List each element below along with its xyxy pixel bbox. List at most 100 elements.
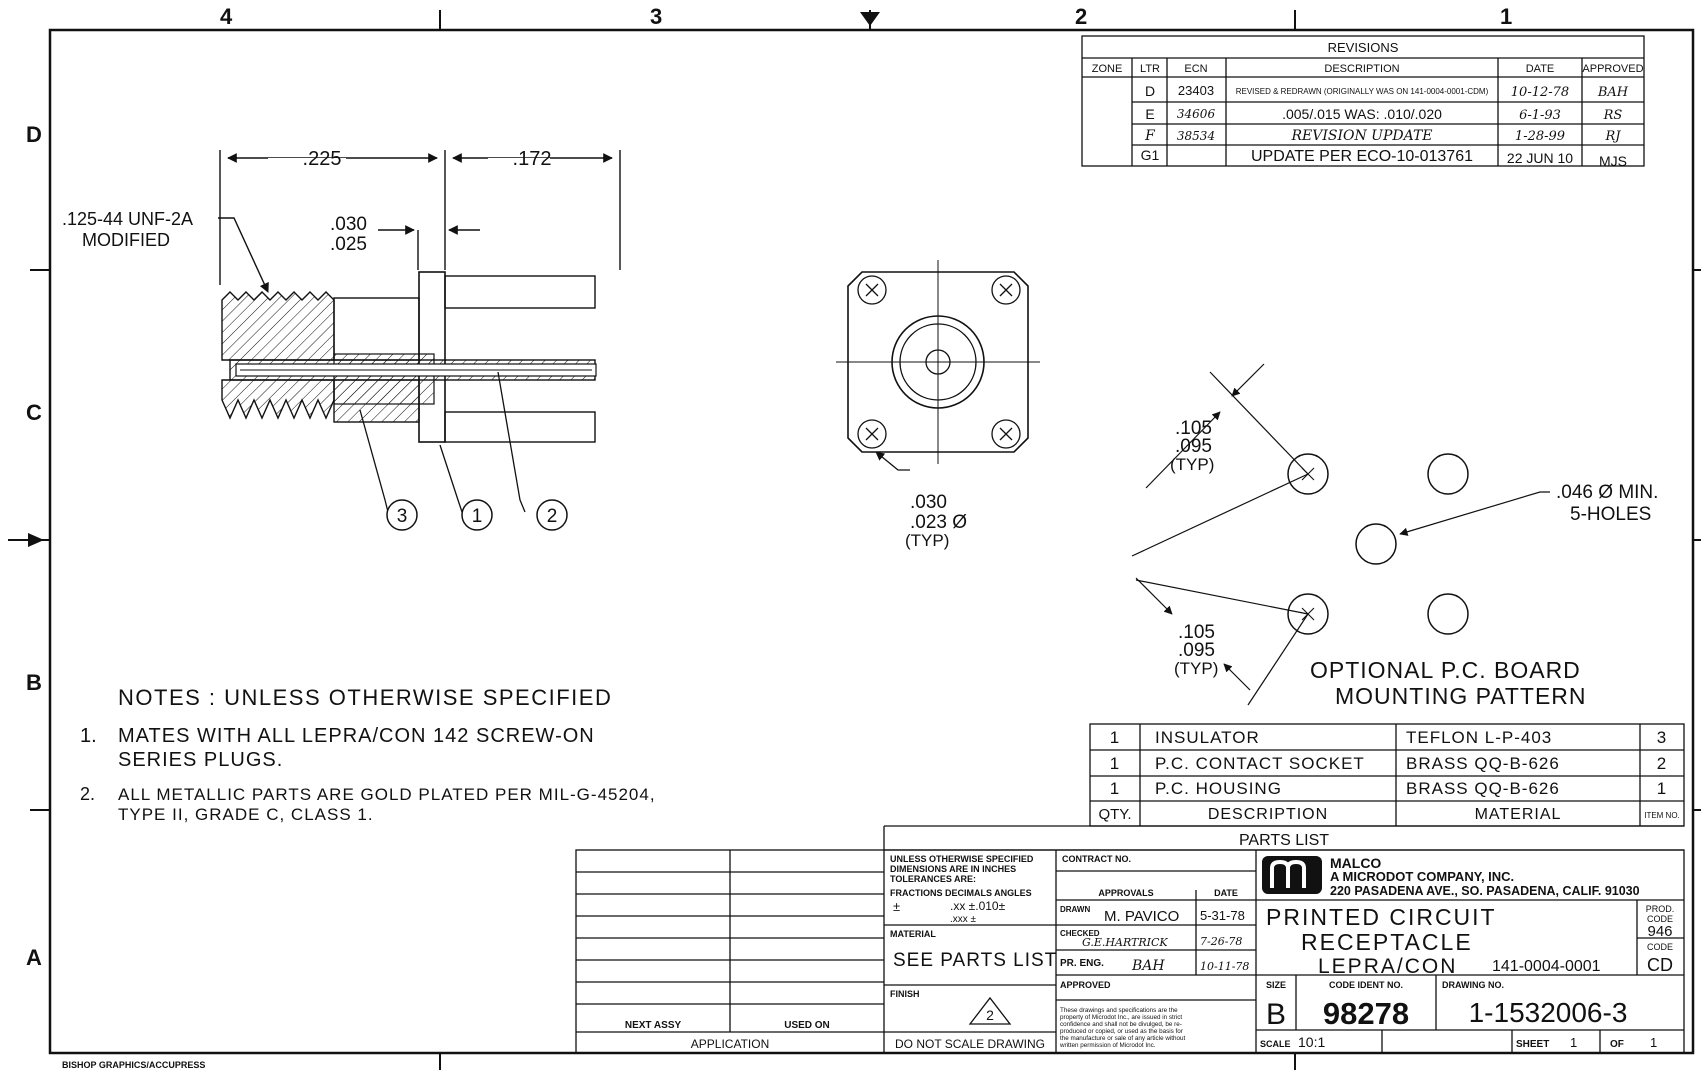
dim-body-length: .225 (303, 148, 342, 170)
dim-thread-note: MODIFIED (82, 230, 170, 250)
company-name: MALCO (1330, 855, 1381, 871)
pcb-hole (1287, 593, 1329, 635)
tolerance-line: TOLERANCES ARE: (890, 874, 976, 884)
dim-hole-lower: .023 Ø (910, 512, 967, 533)
pcb-hole (1287, 453, 1329, 495)
prod-code-label: CODE (1647, 914, 1673, 924)
tolerance-decimal-2: .xx ±.010± (950, 899, 1006, 913)
zone-col-2: 2 (1075, 4, 1087, 29)
notes: NOTES : UNLESS OTHERWISE SPECIFIED 1. MA… (80, 685, 656, 824)
part-number: 141-0004-0001 (1492, 958, 1601, 975)
note-2-line-2: TYPE II, GRADE C, CLASS 1. (118, 805, 374, 824)
revisions-title: REVISIONS (1328, 40, 1399, 55)
drawing-title-line-2: RECEPTACLE (1301, 929, 1473, 955)
of-value: 1 (1650, 1035, 1657, 1050)
drawing-title-line-1: PRINTED CIRCUIT (1266, 904, 1497, 930)
next-assy-label: NEXT ASSY (625, 1020, 682, 1031)
tolerance-decimal-3: .xxx ± (950, 914, 977, 925)
balloon-item-1 (461, 499, 493, 531)
center-mark-left (28, 533, 44, 547)
rev-header-ltr: LTR (1140, 63, 1160, 75)
dim-pattern-lower-2: .095 (1178, 640, 1215, 661)
parts-list: 1 INSULATOR TEFLON L-P-403 3 1 P.C. CONT… (884, 723, 1685, 851)
rev-row-approved: BAH (1597, 85, 1629, 100)
footer-credit: BISHOP GRAPHICS/ACCUPRESS (62, 1060, 205, 1070)
pcb-hole (1427, 453, 1469, 495)
drawing-title-line-3: LEPRA/CON (1318, 955, 1457, 978)
rev-row-ltr: D (1145, 83, 1155, 99)
approvals-date-label: DATE (1214, 888, 1238, 898)
rev-row-date: 1-28-99 (1515, 129, 1565, 144)
note-1-line-2: SERIES PLUGS. (118, 749, 283, 771)
zone-row-a: A (26, 945, 42, 970)
parts-row-qty: 1 (1110, 754, 1120, 773)
company-sub: A MICRODOT COMPANY, INC. (1330, 869, 1514, 884)
title-block: NEXT ASSY USED ON APPLICATION UNLESS OTH… (575, 826, 1685, 1054)
balloon-label: 3 (397, 506, 408, 527)
parts-row-material: BRASS QQ-B-626 (1406, 754, 1560, 773)
rev-row-approved: RS (1603, 108, 1623, 123)
rev-row-description: REVISION UPDATE (1290, 128, 1432, 144)
prod-code-label: PROD. (1646, 904, 1675, 914)
parts-row-item: 2 (1657, 754, 1667, 773)
side-view: .225 .172 .030 .025 .125-44 UNF-2A MODIF… (62, 148, 621, 531)
tolerance-line: FRACTIONS DECIMALS ANGLES (890, 888, 1032, 898)
note-2-line-1: ALL METALLIC PARTS ARE GOLD PLATED PER M… (118, 785, 656, 804)
note-1-number: 1. (80, 725, 97, 747)
parts-row-description: P.C. CONTACT SOCKET (1155, 754, 1365, 773)
dim-hole-upper: .030 (910, 492, 947, 513)
rev-row-ecn: 38534 (1177, 129, 1215, 143)
rev-header-description: DESCRIPTION (1324, 63, 1399, 75)
pattern-title-line-1: OPTIONAL P.C. BOARD (1310, 657, 1581, 683)
parts-header-material: MATERIAL (1475, 806, 1562, 823)
rev-row-ltr: G1 (1141, 147, 1160, 163)
parts-header-qty: QTY. (1098, 806, 1131, 823)
disclaimer-line: written permission of Microdot Inc. (1059, 1042, 1156, 1049)
rev-header-approved: APPROVED (1582, 63, 1643, 75)
rev-row-date: 6-1-93 (1519, 108, 1561, 123)
finish-label: FINISH (890, 989, 920, 999)
code-ident-value: 98278 (1323, 996, 1409, 1031)
parts-row-qty: 1 (1110, 779, 1120, 798)
balloon-item-3 (386, 499, 418, 531)
parts-header-description: DESCRIPTION (1208, 806, 1328, 823)
rev-row-description: UPDATE PER ECO-10-013761 (1251, 148, 1473, 165)
checked-by: G.E.HARTRICK (1082, 936, 1168, 949)
dim-pattern-typ-1: (TYP) (1170, 455, 1214, 474)
rev-row-ltr: E (1145, 106, 1154, 122)
malco-logo-icon (1262, 856, 1322, 894)
disclaimer-line: produced or copied, or used as the basis… (1060, 1028, 1183, 1035)
parts-row-description: INSULATOR (1155, 728, 1260, 747)
rev-row-ecn: 23403 (1178, 83, 1214, 98)
parts-row-item: 3 (1657, 728, 1667, 747)
balloon-label: 2 (547, 506, 558, 527)
dim-holes-count: 5-HOLES (1570, 504, 1651, 525)
pcb-hole (1355, 523, 1397, 565)
used-on-label: USED ON (784, 1020, 830, 1031)
rev-header-ecn: ECN (1184, 63, 1207, 75)
company-address: 220 PASADENA AVE., SO. PASADENA, CALIF. … (1330, 884, 1640, 898)
pr-eng-date: 10-11-78 (1200, 960, 1249, 973)
item-balloons: 3 1 2 (386, 499, 568, 531)
scale-value: 10:1 (1298, 1034, 1325, 1050)
zone-labels: 4 3 2 1 D C B A (26, 4, 1512, 970)
application-label: APPLICATION (691, 1037, 769, 1051)
tolerance-fraction: ± (893, 899, 900, 914)
disclaimer-line: the manufacture or sale of any article w… (1060, 1035, 1186, 1042)
rev-row-approved: RJ (1605, 129, 1622, 144)
rev-row-ltr: F (1144, 128, 1156, 144)
approved-label: APPROVED (1060, 980, 1111, 990)
parts-row-material: BRASS QQ-B-626 (1406, 779, 1560, 798)
parts-header-item: ITEM NO. (1644, 811, 1680, 820)
rev-row-description: REVISED & REDRAWN (ORIGINALLY WAS ON 141… (1236, 87, 1489, 96)
zone-row-d: D (26, 122, 42, 147)
pattern-title-line-2: MOUNTING PATTERN (1335, 683, 1587, 709)
zone-col-1: 1 (1500, 4, 1512, 29)
approvals-label: APPROVALS (1098, 888, 1153, 898)
dim-pattern-typ-2: (TYP) (1174, 659, 1218, 678)
drawn-by: M. PAVICO (1104, 908, 1179, 925)
parts-row-qty: 1 (1110, 728, 1120, 747)
revisions-table: REVISIONS ZONE LTR ECN DESCRIPTION DATE … (1081, 35, 1645, 169)
disclaimer-line: property of Microdot Inc., are issued in… (1060, 1014, 1182, 1021)
